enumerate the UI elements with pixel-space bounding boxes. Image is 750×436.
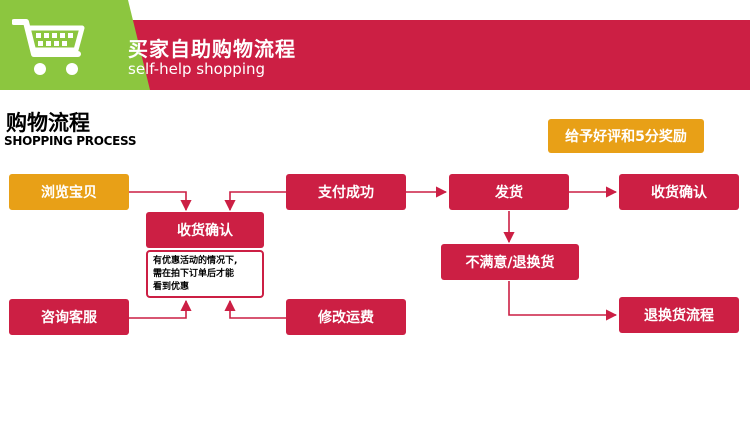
discount-note: 有优惠活动的情况下, 需在拍下订单后才能 看到优惠 bbox=[146, 250, 264, 298]
node-consult-service: 咨询客服 bbox=[9, 299, 129, 335]
banner-title: 买家自助购物流程 bbox=[128, 37, 296, 61]
banner-subtitle: self-help shopping bbox=[128, 60, 266, 78]
arrow-unsatisfied-to-return bbox=[508, 281, 618, 321]
section-subtitle: SHOPPING PROCESS bbox=[4, 134, 137, 148]
node-browse-items: 浏览宝贝 bbox=[9, 174, 129, 210]
node-ship: 发货 bbox=[449, 174, 569, 210]
arrow-browse-to-confirm bbox=[129, 191, 192, 212]
node-unsatisfied-return: 不满意/退换货 bbox=[441, 244, 579, 280]
node-confirm-receipt-right: 收货确认 bbox=[619, 174, 739, 210]
node-payment-success: 支付成功 bbox=[286, 174, 406, 210]
section-title: 购物流程 bbox=[6, 111, 90, 135]
node-modify-shipping: 修改运费 bbox=[286, 299, 406, 335]
arrow-consult-to-note bbox=[129, 299, 192, 319]
node-return-process: 退换货流程 bbox=[619, 297, 739, 333]
arrow-modify-to-note bbox=[224, 299, 286, 319]
arrow-payment-to-confirm bbox=[224, 191, 286, 212]
rating-reward-badge: 给予好评和5分奖励 bbox=[548, 119, 704, 153]
shopping-cart-icon bbox=[11, 14, 88, 80]
node-confirm-receipt-center: 收货确认 bbox=[146, 212, 264, 248]
